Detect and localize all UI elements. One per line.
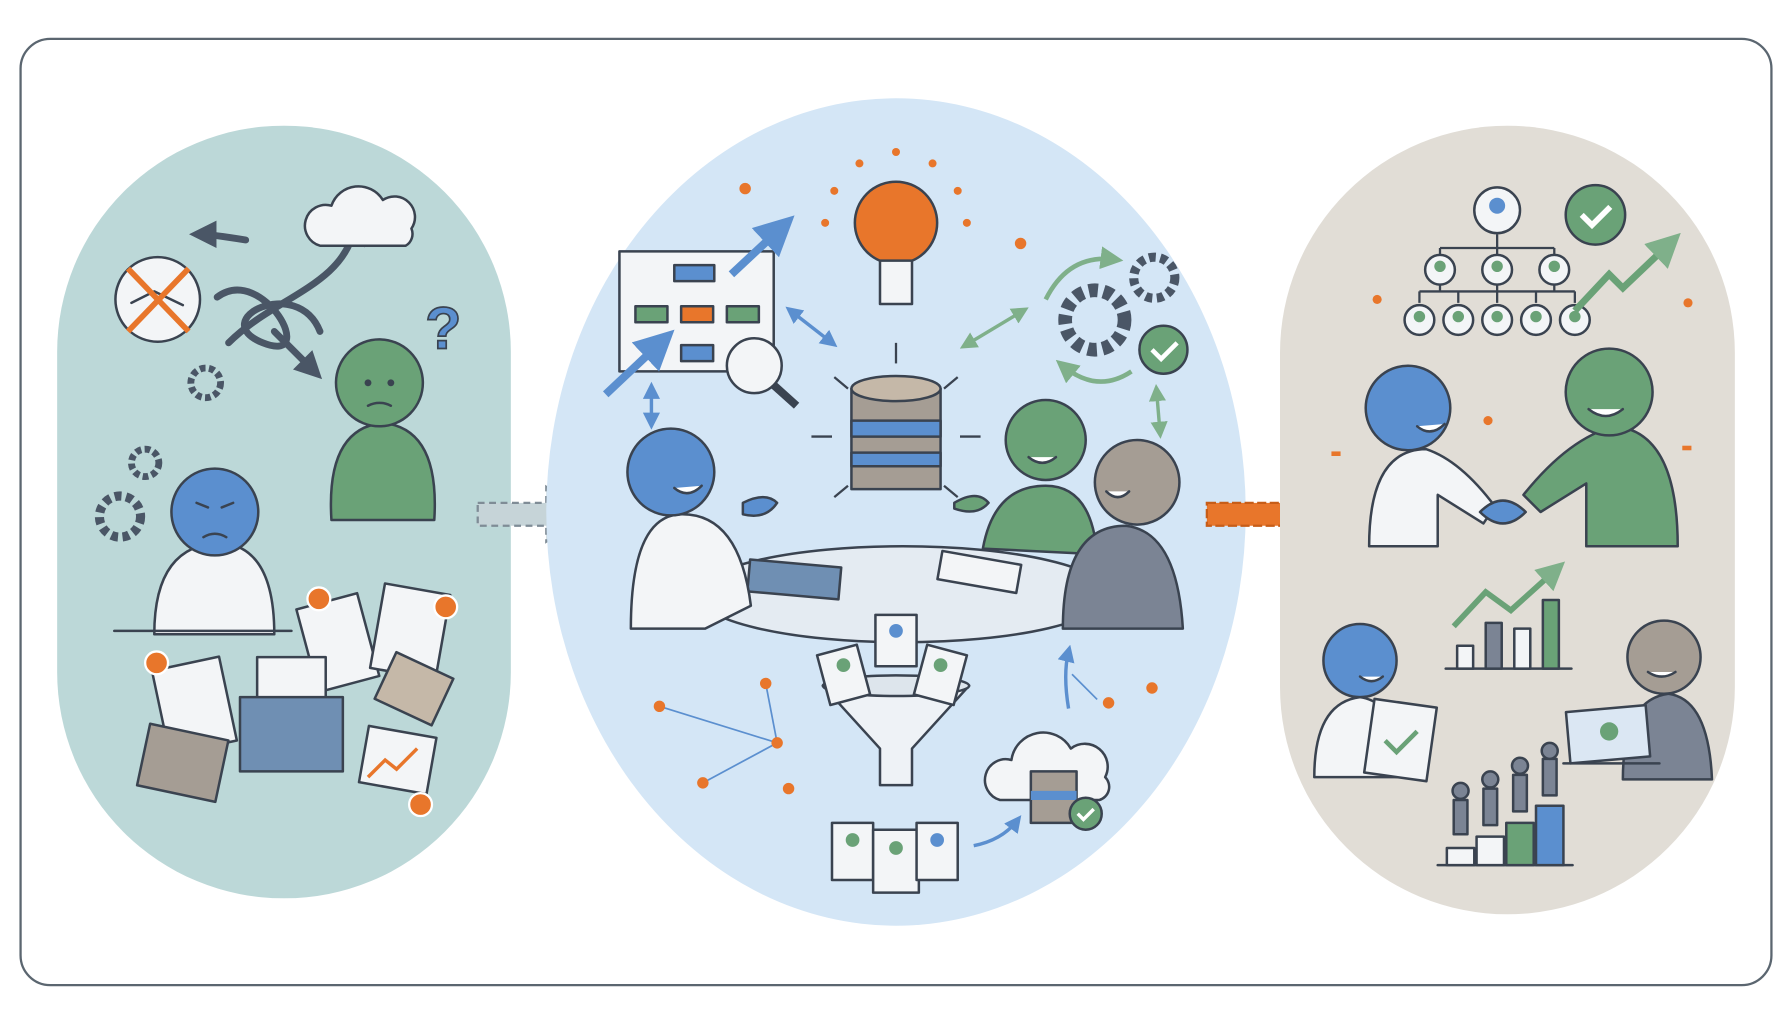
clipboard-check-icon [1362, 697, 1439, 783]
frustrated-person-icon [113, 467, 293, 636]
gear-icon [94, 491, 146, 542]
scattered-documents-icon [150, 582, 452, 796]
network-nodes-icon [653, 673, 1158, 795]
laptop-icon [1562, 703, 1661, 765]
question-mark-icon: ? [425, 295, 461, 362]
broken-handshake-icon [114, 255, 202, 343]
confused-person-icon [329, 338, 437, 522]
left-panel-chaos: ? [57, 125, 511, 899]
person-grey [1061, 438, 1185, 630]
folder-icon [135, 650, 455, 804]
lightbulb-icon [739, 148, 1027, 306]
right-panel-success [1280, 125, 1735, 915]
check-icon [1138, 324, 1189, 375]
podium-icon [1436, 741, 1574, 867]
magnifier-icon [725, 337, 800, 409]
growth-arrow-icon [1572, 232, 1681, 314]
handshake-icon [1331, 294, 1693, 548]
meeting-table-icon [695, 545, 1110, 644]
person-clipboard [1313, 622, 1439, 783]
left-panel-background [57, 125, 511, 899]
error-x-icon [144, 586, 459, 818]
profile-card-icon [815, 613, 969, 894]
connector-arrows [642, 306, 1168, 439]
org-chart-icon [1403, 186, 1591, 337]
tangled-arrows-icon [189, 217, 365, 380]
gear-icon [128, 445, 163, 480]
gears-icon [1043, 246, 1180, 384]
bar-chart-icon [1444, 561, 1573, 670]
middle-panel-collaboration [546, 98, 1246, 926]
gear-icon [187, 364, 224, 402]
database-icon [811, 342, 981, 499]
person-green [953, 398, 1099, 556]
person-laptop [1562, 619, 1714, 781]
cloud-icon [303, 185, 417, 247]
cloud-database-icon [973, 644, 1111, 848]
check-icon [1564, 183, 1627, 246]
person-left [626, 427, 779, 630]
